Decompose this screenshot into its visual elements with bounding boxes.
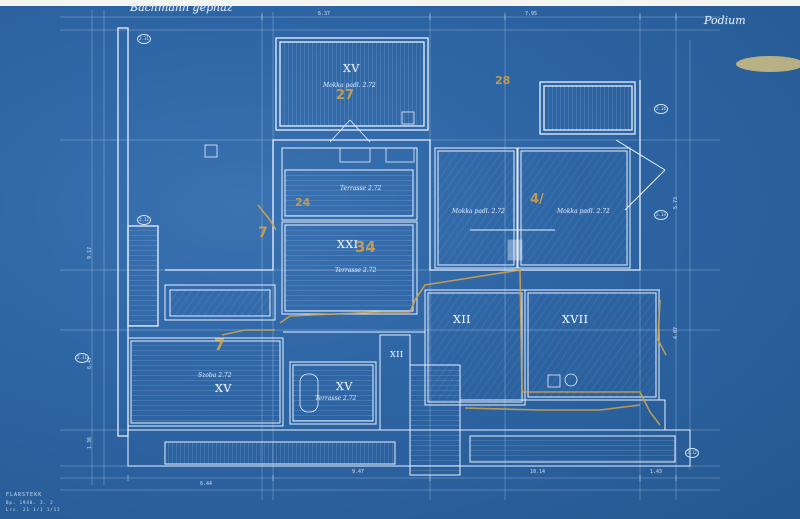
dimension-top-2: 7.95 [525, 11, 538, 17]
dimension-bottom-4: 1.43 [650, 469, 663, 475]
room-numeral-xvii: XVII [562, 313, 589, 326]
room-caption-xv-top: Mokka padl. 2.72 [323, 82, 376, 89]
outer-walls [117, 27, 641, 437]
sheet-title-right: Podium [704, 14, 746, 27]
pencil-outlines [221, 204, 667, 426]
reference-marker-1: 2.11 [137, 34, 151, 44]
room-caption-terrace-upper: Terrasse 2.72 [340, 185, 382, 192]
room-numeral-xv-top: XV [343, 62, 360, 75]
pencil-note-3: 34 [355, 238, 376, 256]
reference-marker-5: 2.11 [75, 353, 89, 363]
dimension-bottom-1: 6.44 [200, 481, 213, 487]
room-numeral-xv-bottom: XV [215, 382, 232, 395]
reference-marker-6: 2.12 [685, 448, 699, 458]
pencil-note-5: 7 [258, 225, 268, 241]
archive-stamp-line-2: Lrs. 21 1/1 1/12 [6, 507, 61, 512]
room-caption-mokko-right: Mokka padl. 2.72 [557, 208, 610, 215]
pencil-note-6: 24 [295, 196, 311, 209]
dimension-top-1: 6.37 [318, 11, 331, 17]
reference-marker-2: 2.12 [137, 215, 151, 225]
pencil-note-4: 7 [214, 335, 226, 354]
room-numeral-xii: XII [453, 313, 472, 326]
paper-stain [736, 56, 800, 72]
dimension-right-1: 5.73 [673, 196, 680, 210]
dimension-ticks [127, 14, 677, 481]
dimension-left-3: 1.36 [87, 436, 94, 450]
room-caption-xv-bottom: Szoba 2.72 [198, 372, 232, 379]
room-numeral-xv-small: XV [336, 380, 353, 393]
paper-margin-top [0, 0, 800, 6]
room-numeral-xii-small: XII [390, 350, 404, 359]
archive-stamp: FLARSTEKK [6, 492, 43, 498]
dimension-right-2: 4.07 [673, 326, 680, 340]
pencil-note-2: 4/ [530, 192, 544, 207]
dimension-bottom-3: 10.14 [530, 469, 546, 475]
room-caption-mokko-left: Mokka padl. 2.72 [452, 208, 505, 215]
room-numeral-xxi: XXI [337, 238, 359, 251]
reference-marker-3: 2.14 [654, 104, 668, 114]
room-caption-xv-small: Terrasse 2.72 [315, 395, 357, 402]
reference-marker-4: 2.13 [654, 210, 668, 220]
dimension-bottom-2: 9.47 [352, 469, 365, 475]
interior-walls [127, 139, 691, 476]
pencil-note-7: 28 [495, 74, 511, 87]
archive-stamp-line-1: Bp. 1940. 3. 2 [6, 500, 54, 505]
dimension-left-1: 9.17 [87, 246, 94, 260]
room-caption-xxi: Terrasse 2.72 [335, 267, 377, 274]
sheet-title-left: Bachmann géphaz [130, 1, 233, 14]
details [204, 111, 578, 413]
pencil-note-1: 27 [336, 88, 355, 103]
